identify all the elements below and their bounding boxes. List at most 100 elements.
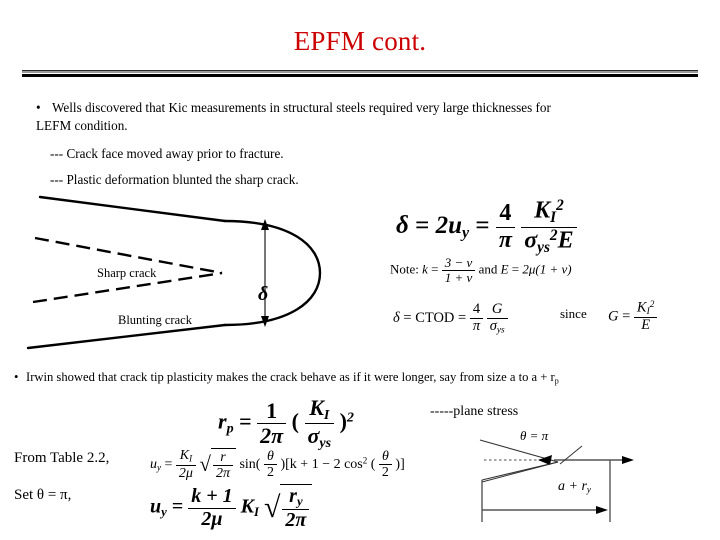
rp-sigma-sub: ys	[319, 435, 332, 452]
equation-G: G = KI2 E	[608, 300, 658, 334]
eq-delta-sigma-sup: 2	[549, 226, 558, 244]
bullet-irwin: •Irwin showed that crack tip plasticity …	[14, 370, 559, 385]
uy2-lhs-sub: y	[161, 505, 167, 520]
G-equals: =	[622, 308, 631, 325]
rp-power: 2	[346, 409, 354, 426]
eq-delta-uy: 2u	[435, 211, 462, 239]
note-E: E	[500, 261, 509, 277]
ctod-frac1-den: π	[472, 318, 481, 335]
radical-icon: √	[263, 491, 281, 524]
label-plane-stress: -----plane stress	[430, 404, 519, 419]
uy2-K: K	[240, 495, 254, 518]
bullet-irwin-subscript: p	[554, 376, 559, 386]
bullet-marker: •	[36, 100, 41, 115]
eq-delta-sigma-sub: ys	[537, 238, 550, 256]
eq-delta-frac1-den: π	[498, 226, 512, 253]
rp-paren-close: )	[339, 408, 347, 434]
rp-frac1-num: 1	[257, 399, 287, 425]
uy2-frac-k1-2mu: k + 1 2μ	[188, 485, 236, 530]
label-set-theta: Set θ = π,	[14, 487, 72, 503]
uy1-theta-den: 2	[266, 465, 274, 481]
uy2-equals: =	[171, 495, 184, 518]
uy1-lhs: u	[150, 456, 157, 472]
ctod-frac-4-pi: 4 π	[469, 302, 484, 335]
eq-delta-frac-4-pi: 4 π	[495, 200, 515, 254]
ctod-equals2: =	[458, 309, 467, 326]
eq-delta-K-sub: I	[550, 208, 557, 226]
rp-frac-K-sigma: KI σys	[304, 395, 335, 452]
uy1-frac1-den: 2μ	[178, 465, 193, 481]
uy1-sqrt-den: 2π	[215, 466, 230, 482]
ctod-frac-G-sigma: G σys	[486, 301, 508, 336]
bullet-wells-line2: LEFM condition.	[36, 118, 128, 133]
G-frac-den: E	[641, 317, 651, 334]
ctod-frac1-num: 4	[469, 302, 484, 320]
page-title: EPFM cont.	[293, 26, 427, 56]
ctod-frac2-num: G	[486, 301, 508, 319]
uy1-frac-K-2mu: KI 2μ	[175, 448, 196, 481]
label-crack-opening-delta: δ	[258, 283, 269, 305]
uy1-theta2-num: θ	[378, 449, 392, 466]
uy2-sqrt-num: ry	[282, 485, 310, 511]
eq-delta-equals1: =	[415, 211, 430, 239]
uy1-theta-num: θ	[263, 449, 277, 466]
divider-line-thin	[22, 70, 698, 71]
crack-length-diagram	[479, 439, 634, 522]
note-frac-num: 3 − ν	[441, 255, 476, 272]
divider-line-thick	[22, 74, 698, 77]
rp-frac1-den: 2π	[260, 423, 284, 449]
equation-delta-main: δ = 2uy = 4 π KI2 σys2E	[396, 197, 577, 256]
uy1-K: K	[179, 448, 190, 464]
label-theta-equals-pi: θ = π	[520, 428, 549, 443]
uy1-theta2-den: 2	[381, 465, 389, 481]
bullet-wells-text1: Wells discovered that Kic measurements i…	[52, 100, 551, 115]
G-K-sup: 2	[649, 300, 655, 310]
eq-delta-K-sup: 2	[556, 197, 564, 214]
equation-ctod: δ = CTOD = 4 π G σys	[393, 301, 508, 336]
G-frac-num: KI2	[633, 300, 658, 319]
uy1-tail: )]	[395, 456, 405, 472]
uy1-equals: =	[164, 456, 173, 472]
label-since: since	[560, 306, 587, 321]
title-divider	[22, 70, 698, 79]
uy1-frac1-num: KI	[175, 448, 196, 466]
ctod-equals1: =	[403, 309, 412, 326]
radical-icon: √	[199, 452, 211, 477]
note-fraction: 3 − ν 1 + ν	[441, 255, 476, 285]
label-sharp-crack: Sharp crack	[97, 266, 157, 280]
note-equals: =	[431, 261, 439, 277]
uy1-cos-open: (	[370, 456, 376, 472]
uy1-sqrt-num: r	[212, 450, 233, 467]
equation-note-k-E: Note: k = 3 − ν 1 + ν and E = 2μ(1 + ν)	[390, 255, 572, 285]
ctod-sigma-sub: ys	[496, 325, 505, 336]
note-equals2: =	[511, 261, 520, 277]
eq-delta-equals2: =	[475, 211, 490, 239]
ctod-sigma: σ	[489, 317, 497, 334]
label-ary-sub: y	[586, 484, 591, 495]
eq-delta-frac2-num: KI2	[521, 197, 577, 228]
rp-frac-1-2pi: 1 2π	[257, 399, 287, 449]
uy1-theta-over-2: θ 2	[263, 449, 277, 481]
rp-K: K	[309, 395, 324, 420]
uy2-ry-sub: y	[296, 494, 303, 509]
rp-lhs: r	[218, 408, 227, 434]
eq-delta-K: K	[534, 197, 551, 224]
uy1-theta2-over-2: θ 2	[378, 449, 392, 481]
G-fraction: KI2 E	[633, 300, 658, 334]
note-E-rhs: 2μ(1 + ν)	[522, 261, 572, 277]
blunted-crack-diagram	[26, 195, 322, 350]
bullet-wells-line1: • Wells discovered that Kic measurements …	[36, 100, 551, 116]
rp-sigma: σ	[307, 423, 320, 449]
uy1-K-sub: I	[189, 453, 193, 464]
bullet-irwin-text: Irwin showed that crack tip plasticity m…	[26, 370, 555, 384]
ctod-lhs: δ	[393, 309, 400, 326]
label-a-plus-ry: a + ry	[558, 479, 591, 495]
ctod-frac2-den: σys	[487, 317, 508, 336]
rp-K-sub: I	[323, 406, 330, 423]
